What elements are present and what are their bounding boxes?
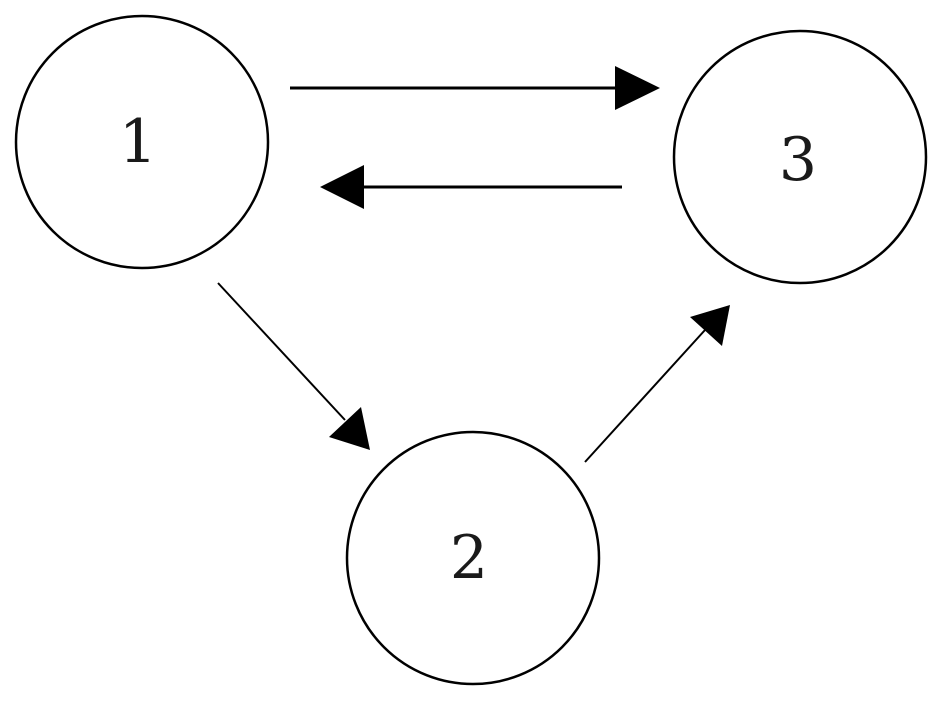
edge-1-to-3-arrowhead — [615, 66, 660, 110]
node-2: 2 — [345, 430, 601, 686]
node-2-label: 2 — [450, 523, 488, 593]
edge-1-to-3 — [290, 66, 660, 110]
node-2-circle — [345, 430, 601, 686]
node-3-circle — [672, 29, 928, 285]
edge-1-to-2-arrowhead — [329, 407, 370, 450]
edge-3-to-1-arrowhead — [320, 165, 364, 209]
edge-3-to-1 — [320, 165, 622, 209]
node-3-label: 3 — [779, 125, 817, 195]
edge-2-to-3-line — [584, 329, 706, 463]
edge-2-to-3-arrowhead — [690, 305, 730, 346]
node-1-label: 1 — [119, 107, 157, 177]
node-1-circle — [14, 14, 270, 270]
edge-2-to-3 — [584, 305, 730, 463]
edge-1-to-2 — [217, 282, 370, 450]
edge-1-to-2-line — [217, 282, 346, 421]
node-3: 3 — [672, 29, 928, 285]
node-1: 1 — [14, 14, 270, 270]
